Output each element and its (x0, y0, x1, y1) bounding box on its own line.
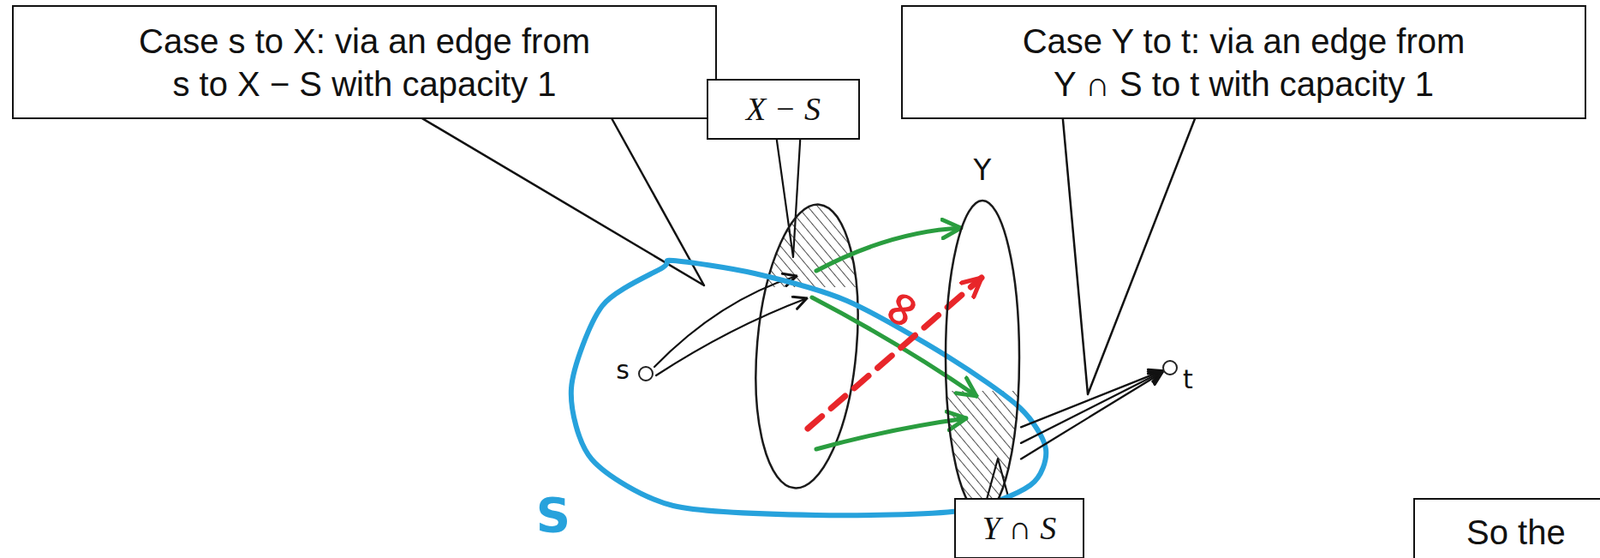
vertex-name: s (615, 355, 630, 384)
vertex-name: Y (943, 154, 1021, 186)
flow-arrow (1020, 370, 1163, 428)
region-label: Y ∩ S (954, 497, 1085, 558)
callout-box: Case Y to t: via an edge from Y ∩ S to t… (901, 5, 1587, 120)
callout-text: Case Y to t: via an edge from Y ∩ S to t… (1012, 19, 1475, 106)
source-vertex: s (638, 365, 654, 382)
flow-arrow (816, 417, 967, 449)
set-x-outline (745, 200, 869, 493)
infinite-edge (807, 277, 982, 429)
vertex-set: Y (943, 198, 1021, 516)
callout-box: Case s to X: via an edge from s to X − S… (11, 5, 717, 120)
vertex-name: t (1182, 364, 1194, 394)
source-arrow (654, 275, 797, 367)
capacity-label: ∞ (869, 279, 932, 338)
sink-vertex: t (1162, 359, 1178, 376)
callout-tail (393, 101, 705, 286)
set-label: S (536, 490, 571, 539)
callout-text: Case s to X: via an edge from s to X − S… (133, 19, 597, 106)
callout-tail (1061, 101, 1202, 395)
callout-box: So the (1413, 497, 1600, 558)
region-name: Y ∩ S (982, 508, 1057, 549)
set-outline (943, 198, 1021, 516)
source-arrow (656, 298, 807, 376)
flow-arrow (1020, 372, 1163, 460)
set-outline (945, 200, 1020, 514)
region-name: X − S (746, 89, 821, 130)
callout-text: So the (1466, 510, 1566, 554)
cut-outline (571, 260, 1046, 515)
flow-arrow (1020, 371, 1163, 443)
flow-arrow (816, 227, 962, 271)
region-label: X − S (706, 78, 860, 140)
